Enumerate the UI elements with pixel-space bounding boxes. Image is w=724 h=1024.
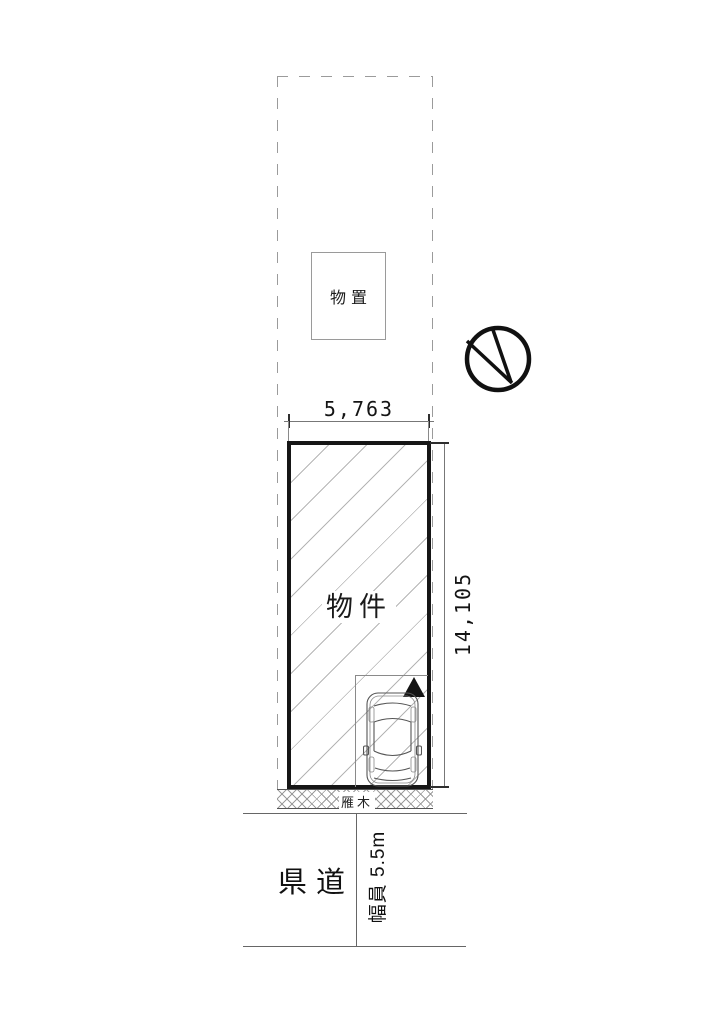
gangi-strip: 雁木 (277, 789, 433, 811)
lot-boundary-top (277, 76, 433, 77)
lot-boundary-left (277, 76, 278, 789)
parking-space-line-left (355, 675, 356, 787)
building-outline: 物件 (287, 441, 431, 789)
frontage-dimension-label: 5,763 (323, 397, 395, 421)
road-edge-line-lower (243, 946, 466, 947)
road-width-dimension-line (356, 813, 357, 946)
depth-dimension-tick-bottom (430, 786, 449, 788)
filled-triangle-icon (403, 677, 425, 697)
shed-box: 物置 (311, 252, 386, 340)
frontage-dimension-line (284, 421, 434, 422)
shed-label: 物置 (329, 290, 372, 307)
depth-dimension-line (444, 443, 445, 788)
depth-dimension-label: 14,105 (451, 571, 475, 657)
extension-line-right (428, 421, 429, 444)
building-label-row: 物件 (291, 585, 427, 624)
road-label: 県道 (277, 867, 354, 899)
car-top-view-icon (363, 692, 422, 787)
lot-boundary-right (432, 76, 433, 789)
parking-space-line-top (355, 675, 428, 676)
depth-dimension-tick-top (430, 442, 449, 444)
gangi-label: 雁木 (339, 792, 376, 811)
building-label: 物件 (322, 591, 396, 623)
north-arrow-icon (464, 325, 532, 393)
extension-line-left (288, 421, 289, 444)
road-width-label: 幅員 5.5m (368, 830, 389, 924)
road-edge-line-upper (243, 813, 467, 814)
